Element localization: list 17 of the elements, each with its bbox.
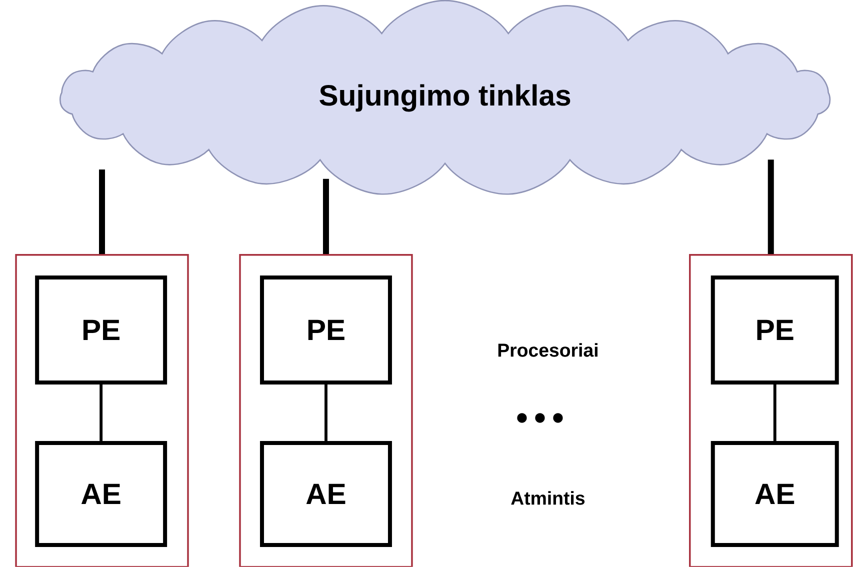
connector-line [768, 160, 774, 254]
label-text: Atmintis [511, 491, 585, 505]
cloud: Sujungimo tinklas [59, 0, 831, 195]
unit-box: AE [260, 441, 392, 548]
connector-line [324, 384, 328, 442]
connector-line [99, 170, 105, 254]
connector-line [773, 384, 776, 442]
outer-box [239, 254, 413, 567]
unit-box: PE [710, 276, 839, 385]
unit-box: PE [260, 276, 392, 385]
connector-line [100, 384, 103, 442]
unit-box: AE [35, 441, 168, 548]
unit-box: AE [710, 441, 839, 548]
outer-box [15, 254, 189, 567]
label-text: Procesoriai [498, 343, 598, 357]
outer-box [689, 254, 853, 567]
unit-box: PE [35, 276, 168, 385]
